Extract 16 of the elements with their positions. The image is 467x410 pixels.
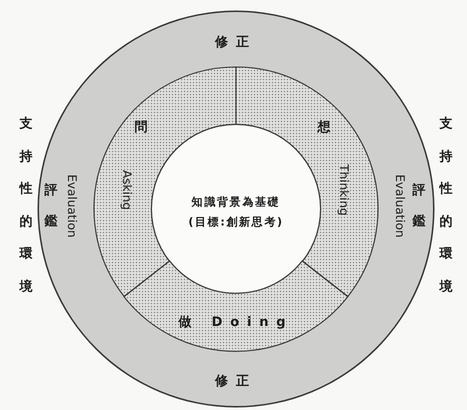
segment-label: 問 [134,119,156,136]
side-label: 支持性的環境 [440,116,452,296]
ring-label: 評鑑 [412,182,426,231]
ring-label: 修正 [215,34,257,51]
side-label: 支持性的環境 [20,116,32,296]
ring-label: 修正 [215,373,257,390]
segment-label: Thinking [337,164,351,216]
ring-label: 評鑑 [44,182,58,231]
ring-label: Evaluation [393,174,407,238]
segment-label: Asking [120,170,134,210]
ring-segment [123,260,349,352]
ring-label: Evaluation [65,174,79,238]
center-label: 知識背景為基礎 [192,194,280,210]
segment-label: 想 [318,119,338,136]
center-label: (目標:創新思考) [188,214,284,230]
segment-label: 做 Doing [178,314,294,331]
